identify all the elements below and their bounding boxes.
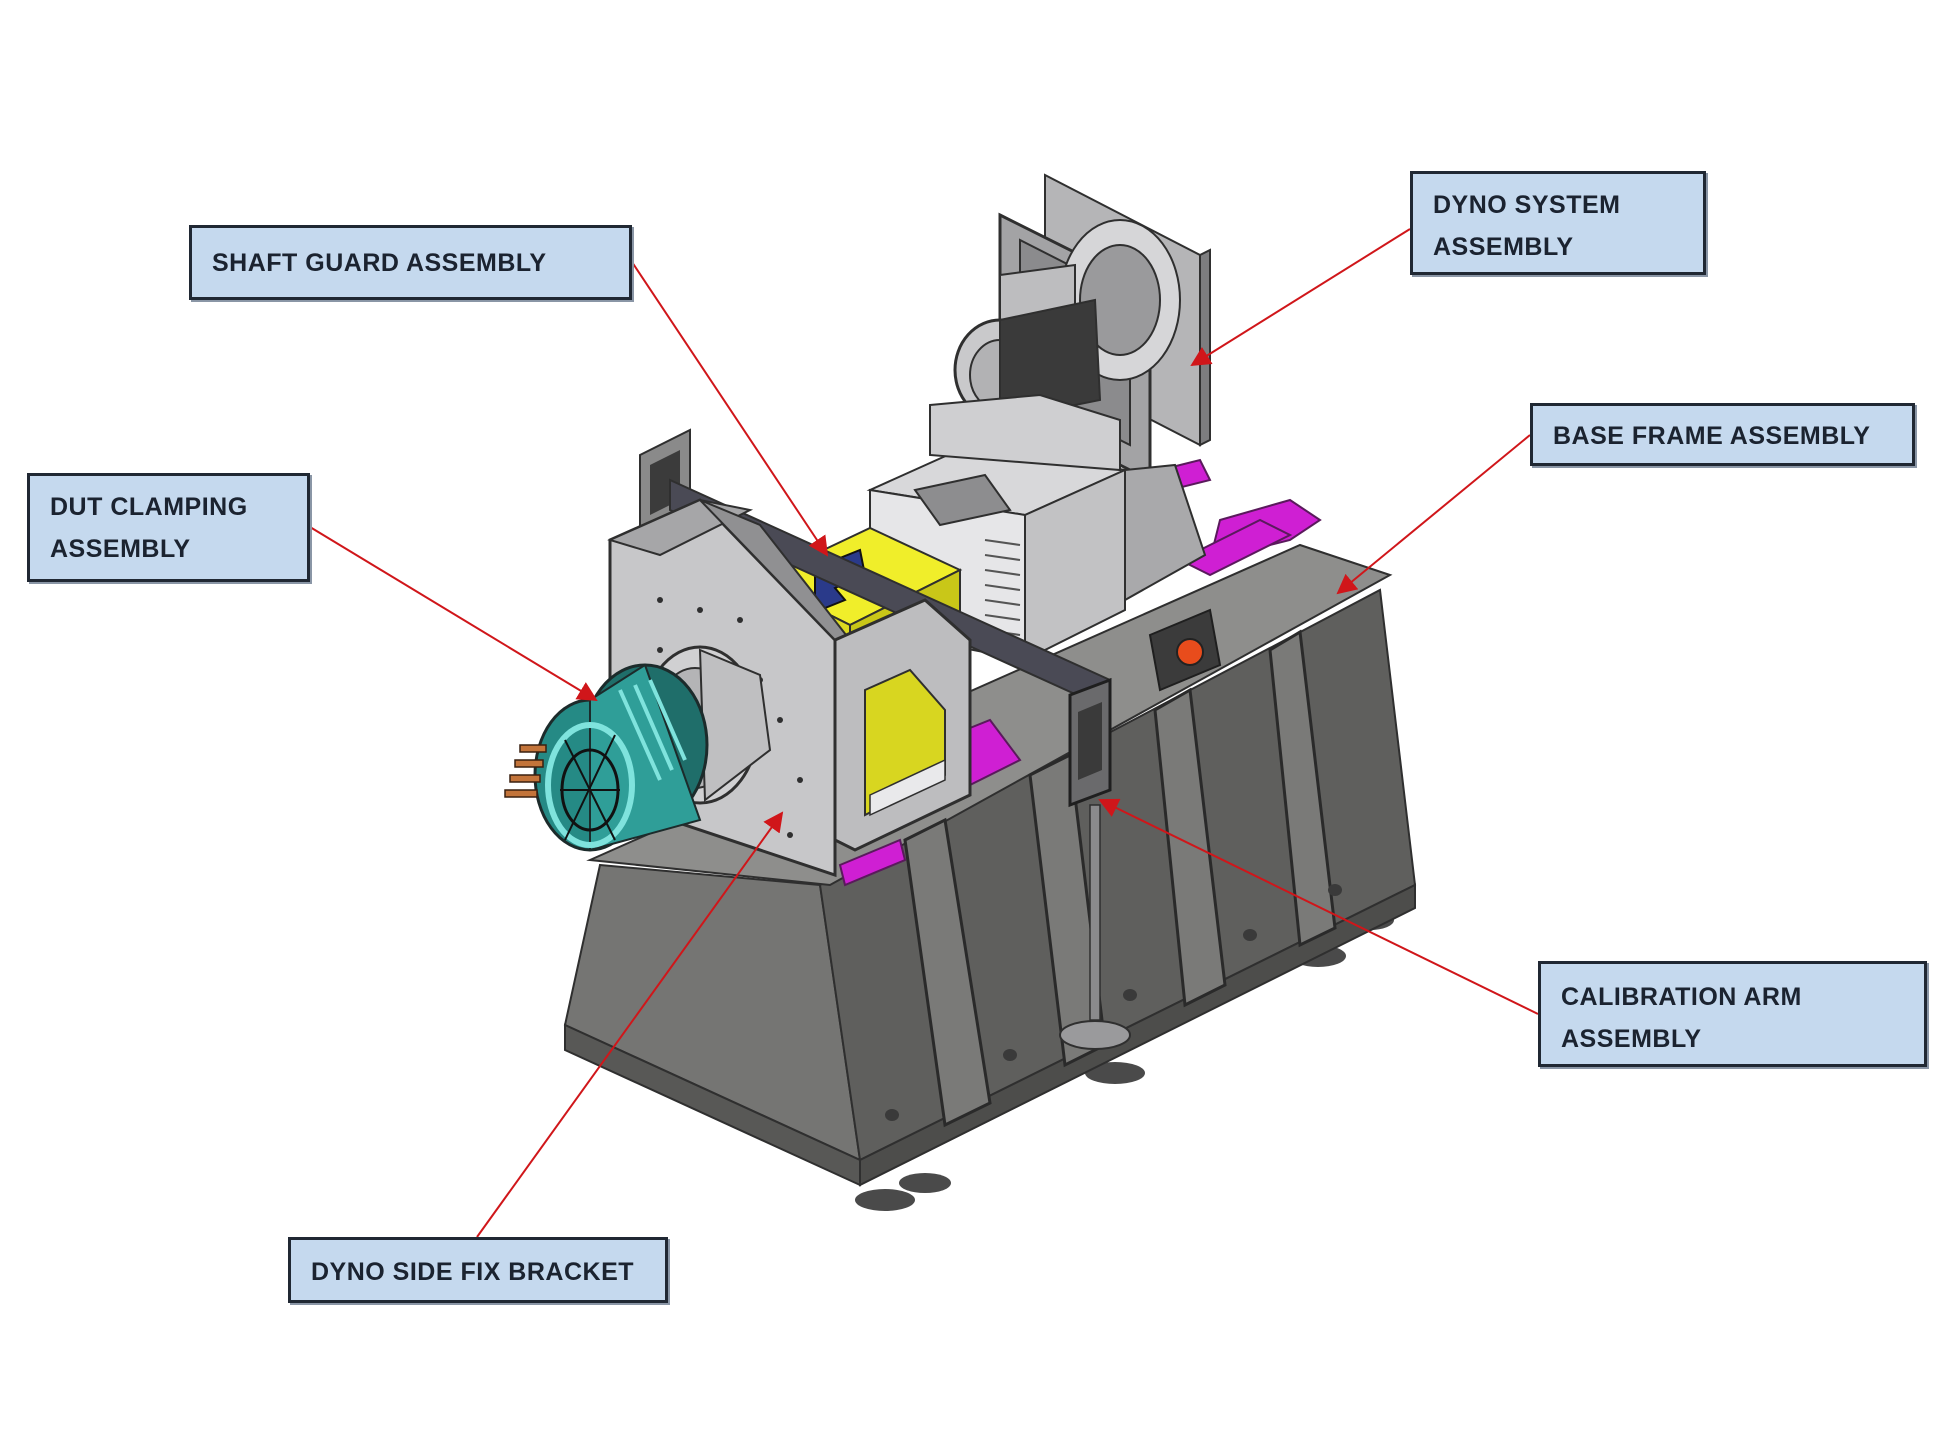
label-calibration-arm-assembly: CALIBRATION ARM ASSEMBLY xyxy=(1538,961,1927,1067)
dut-motor xyxy=(504,663,709,852)
label-text: DYNO SYSTEM xyxy=(1433,191,1621,219)
label-dut-clamping-assembly: DUT CLAMPING ASSEMBLY xyxy=(27,473,310,582)
leader-base-frame xyxy=(1336,434,1531,595)
label-text: CALIBRATION ARM xyxy=(1561,983,1802,1011)
label-text: DUT CLAMPING xyxy=(50,493,248,521)
leader-dyno-system xyxy=(1190,228,1411,367)
dut-clamping xyxy=(607,428,1111,878)
label-dyno-system-assembly: DYNO SYSTEM ASSEMBLY xyxy=(1410,171,1706,275)
label-shaft-guard-assembly: SHAFT GUARD ASSEMBLY xyxy=(189,225,632,300)
leader-dyno-side-bracket xyxy=(476,811,784,1238)
calibration-arm xyxy=(1059,677,1131,1050)
label-text: BASE FRAME ASSEMBLY xyxy=(1553,422,1871,450)
leader-shaft-guard xyxy=(631,261,829,557)
leader-dut-clamping xyxy=(309,526,598,702)
label-text: DYNO SIDE FIX BRACKET xyxy=(311,1258,635,1286)
label-dyno-side-fix-bracket: DYNO SIDE FIX BRACKET xyxy=(288,1237,668,1303)
leader-lines xyxy=(309,228,1539,1238)
label-text: ASSEMBLY xyxy=(1433,233,1574,261)
label-text: ASSEMBLY xyxy=(50,535,191,563)
label-base-frame-assembly: BASE FRAME ASSEMBLY xyxy=(1530,403,1915,466)
label-text: ASSEMBLY xyxy=(1561,1025,1702,1053)
label-text: SHAFT GUARD ASSEMBLY xyxy=(212,249,547,277)
leader-calibration-arm xyxy=(1098,798,1539,1015)
dyno-system xyxy=(866,173,1222,692)
